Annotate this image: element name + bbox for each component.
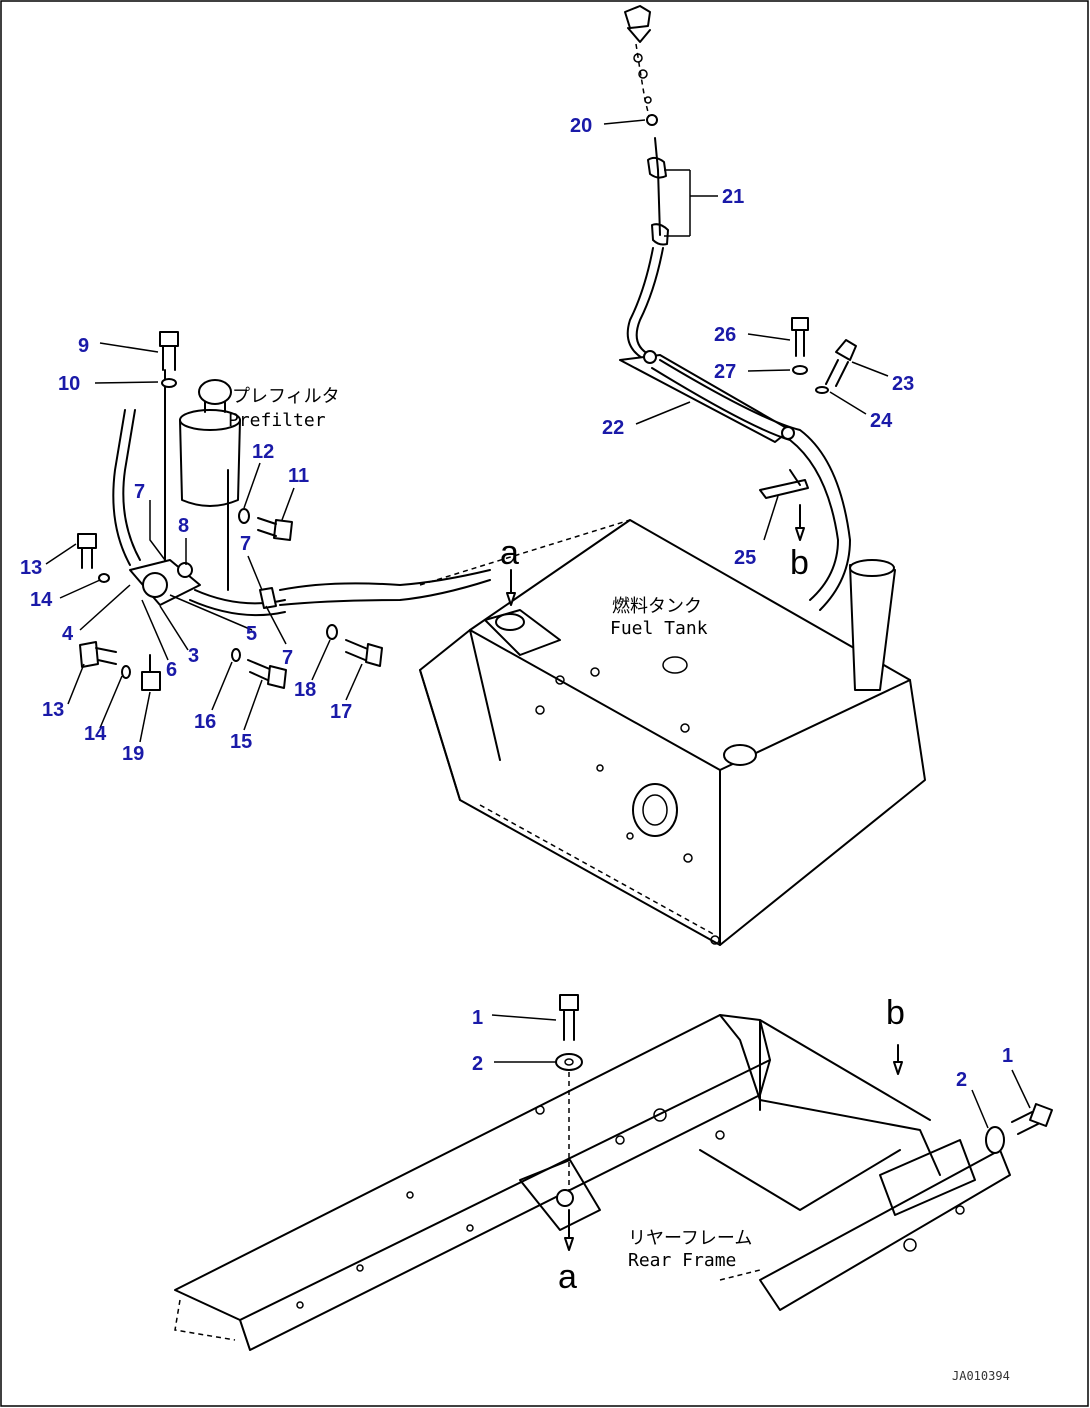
callout-24: 24 xyxy=(870,410,893,432)
callout-8: 8 xyxy=(178,515,189,537)
prefilter-assembly xyxy=(77,331,383,691)
callout-20: 20 xyxy=(570,115,592,137)
callout-11: 11 xyxy=(288,465,309,487)
callout-9: 9 xyxy=(78,335,89,357)
rear-frame-label-en: Rear Frame xyxy=(628,1250,736,1271)
callout-27: 27 xyxy=(714,361,736,383)
callout-5: 5 xyxy=(246,623,257,645)
callout-14-lower: 14 xyxy=(84,723,107,745)
callout-7-upper: 7 xyxy=(134,481,145,503)
reference-b-top: b xyxy=(790,544,809,582)
breather-assembly xyxy=(619,5,857,611)
fuel-tank xyxy=(279,519,926,946)
callout-19: 19 xyxy=(122,743,144,765)
reference-a-bottom: a xyxy=(558,1258,577,1296)
prefilter-label-jp: プレフィルタ xyxy=(232,386,340,407)
callout-21: 21 xyxy=(722,186,744,208)
fuel-tank-label-jp: 燃料タンク xyxy=(612,596,702,617)
rear-frame xyxy=(174,569,1053,1351)
fuel-tank-label-en: Fuel Tank xyxy=(610,618,708,639)
callout-1-left: 1 xyxy=(472,1007,483,1029)
callout-7-lower: 7 xyxy=(282,647,293,669)
callout-16: 16 xyxy=(194,711,216,733)
callout-7-right: 7 xyxy=(240,533,251,555)
leader-lines xyxy=(45,119,1031,1129)
callout-13-lower: 13 xyxy=(42,699,64,721)
callout-2-left: 2 xyxy=(472,1053,483,1075)
callout-3: 3 xyxy=(188,645,199,667)
callout-25: 25 xyxy=(734,547,756,569)
callout-numbers: 20 21 26 27 23 24 22 25 9 10 12 11 7 8 7… xyxy=(20,115,1013,1091)
callout-6: 6 xyxy=(166,659,177,681)
callout-4: 4 xyxy=(62,623,74,645)
callout-23: 23 xyxy=(892,373,914,395)
callout-26: 26 xyxy=(714,324,736,346)
part-labels: プレフィルタ Prefilter 燃料タンク Fuel Tank リヤーフレーム… xyxy=(228,386,1010,1383)
rear-frame-label-jp: リヤーフレーム xyxy=(628,1228,752,1249)
reference-b-bottom: b xyxy=(886,994,905,1032)
callout-14-upper: 14 xyxy=(30,589,53,611)
callout-2-right: 2 xyxy=(956,1069,967,1091)
drawing-code: JA010394 xyxy=(952,1369,1010,1383)
callout-1-right: 1 xyxy=(1002,1045,1013,1067)
callout-13-upper: 13 xyxy=(20,557,42,579)
callout-17: 17 xyxy=(330,701,352,723)
callout-15: 15 xyxy=(230,731,252,753)
callout-18: 18 xyxy=(294,679,316,701)
callout-10: 10 xyxy=(58,373,80,395)
prefilter-label-en: Prefilter xyxy=(228,410,326,431)
callout-22: 22 xyxy=(602,417,624,439)
reference-a-top: a xyxy=(500,534,519,572)
callout-12: 12 xyxy=(252,441,274,463)
